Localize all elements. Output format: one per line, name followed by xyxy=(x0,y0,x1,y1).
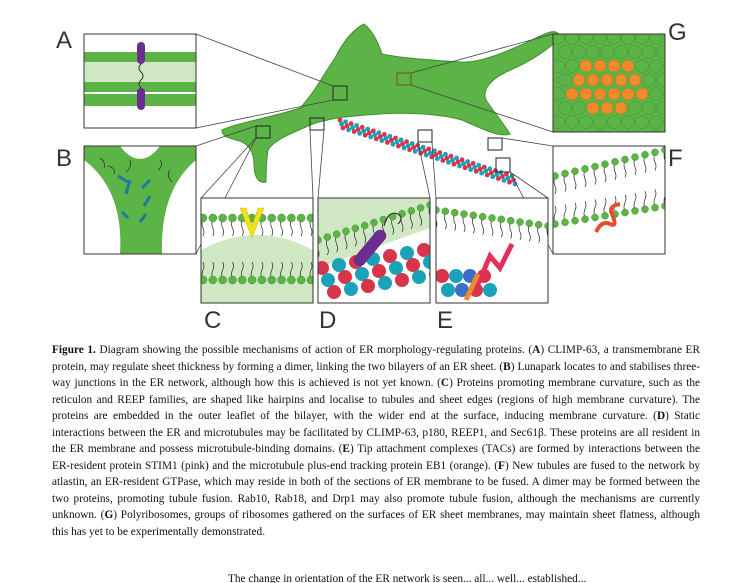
caption-panel-text: ) Tip attachment complexes (TACs) are fo… xyxy=(52,443,701,472)
caption-panel-text: ) Proteins promoting membrane curvature,… xyxy=(52,377,700,422)
caption-paragraph: Figure 1. Diagram showing the possible m… xyxy=(52,342,700,540)
panel-c xyxy=(201,198,313,303)
microtubule xyxy=(337,117,518,187)
caption-panel-tag: D xyxy=(656,410,666,422)
caption-panel-tag: F xyxy=(498,459,505,472)
panel-g xyxy=(553,34,665,132)
panel-f xyxy=(553,146,665,254)
caption-panel-text: ) CLIMP-63, a transmembrane ER protein, … xyxy=(52,344,700,373)
figure-caption: Figure 1. Diagram showing the possible m… xyxy=(52,342,700,540)
caption-lead: Diagram showing the possible mechanisms … xyxy=(95,344,533,356)
panel-f-frame xyxy=(552,145,666,255)
panel-e xyxy=(436,198,548,303)
panel-letter-b: B xyxy=(56,145,72,172)
caption-panel-text: ) Lunapark locates to and stabilises thr… xyxy=(52,360,700,390)
caption-panel-tag: B xyxy=(503,360,511,373)
caption-panel-text: ) Static interactions between the ER and… xyxy=(52,410,700,455)
panel-a xyxy=(84,34,196,128)
panel-c-frame xyxy=(200,197,314,304)
panel-letter-d: D xyxy=(319,307,336,334)
caption-panel-text: ) New tubules are fused to the network b… xyxy=(52,459,701,522)
caption-panel-tag: E xyxy=(342,443,350,455)
zoom-lines xyxy=(195,33,554,255)
panel-e-frame xyxy=(435,197,549,304)
panel-d xyxy=(318,198,430,303)
caption-panel-tag: A xyxy=(532,344,541,356)
panel-b xyxy=(84,146,196,254)
panel-letter-e: E xyxy=(437,307,453,334)
caption-label: Figure 1. xyxy=(52,344,96,356)
panel-d-frame xyxy=(317,197,431,304)
caption-panel-tag: C xyxy=(440,377,450,389)
er-network xyxy=(221,23,561,183)
panel-letter-g: G xyxy=(668,19,687,46)
panel-letter-a: A xyxy=(56,27,72,54)
panel-g-frame xyxy=(552,33,666,133)
caption-panel-text: ) Polyribosomes, groups of ribosomes gat… xyxy=(52,509,700,538)
panel-letter-f: F xyxy=(668,145,683,172)
figure-diagram: A B C D E F G xyxy=(56,19,687,334)
body-text-partial: The change in orientation of the ER netw… xyxy=(228,573,587,583)
panel-a-frame xyxy=(83,33,197,129)
caption-panel-tag: G xyxy=(104,509,114,521)
panel-b-frame xyxy=(83,145,197,255)
panel-letter-c: C xyxy=(204,307,221,334)
zoom-markers xyxy=(255,72,511,173)
